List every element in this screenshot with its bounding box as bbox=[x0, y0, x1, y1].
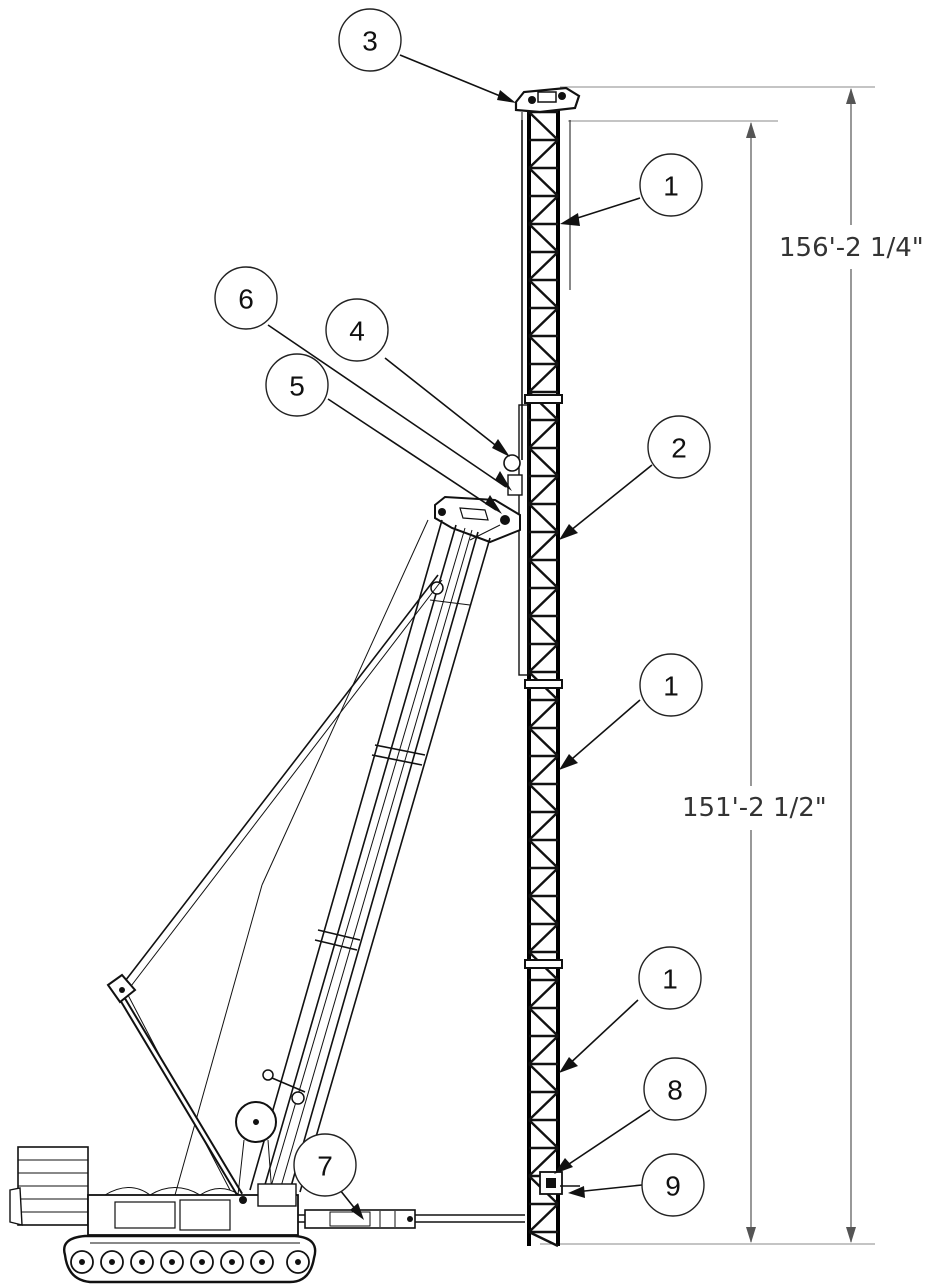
dimension-overall: 156'-2 1/4" bbox=[540, 86, 925, 1245]
mast-head bbox=[514, 86, 581, 120]
mast-diagonal-brace bbox=[528, 1007, 559, 1037]
mast-diagonal-brace bbox=[528, 307, 559, 337]
mast-diagonal-brace bbox=[528, 1091, 559, 1121]
track-wheel-hub bbox=[79, 1259, 85, 1265]
attachment-assembly bbox=[434, 454, 523, 544]
mast-diagonal-brace bbox=[528, 1230, 559, 1248]
mast-diagonal-brace bbox=[528, 615, 559, 645]
pendant-lines bbox=[121, 120, 523, 1191]
track-wheel-hub bbox=[259, 1259, 265, 1265]
mast-foot-clamp bbox=[539, 1171, 580, 1195]
track-wheel-hub bbox=[295, 1259, 301, 1265]
mast-diagonal-brace bbox=[528, 923, 559, 953]
svg-text:4: 4 bbox=[349, 316, 365, 347]
svg-text:7: 7 bbox=[317, 1151, 333, 1182]
mast-diagonal-brace bbox=[528, 643, 559, 673]
svg-text:5: 5 bbox=[289, 371, 305, 402]
callout-8: 8 bbox=[643, 1057, 707, 1121]
mast-diagonal-brace bbox=[528, 111, 559, 141]
callout-4: 4 bbox=[325, 298, 389, 362]
svg-text:1: 1 bbox=[662, 964, 678, 995]
mast-diagonal-brace bbox=[528, 419, 559, 449]
mast-diagonal-brace bbox=[528, 755, 559, 785]
track-wheel-hub bbox=[139, 1259, 145, 1265]
gantry-strut bbox=[106, 973, 244, 1197]
mast-diagonal-brace bbox=[528, 251, 559, 281]
base-linkage bbox=[298, 1209, 525, 1229]
upper-works bbox=[87, 1183, 299, 1236]
mast-diagonal-brace bbox=[528, 699, 559, 729]
svg-text:6: 6 bbox=[238, 284, 254, 315]
callout-7: 7 bbox=[293, 1133, 357, 1197]
callout-9: 9 bbox=[641, 1153, 705, 1217]
mast-diagonal-brace bbox=[528, 783, 559, 813]
mast-diagonal-brace bbox=[528, 1063, 559, 1093]
track-wheel-hub bbox=[169, 1259, 175, 1265]
lattice-mast bbox=[518, 110, 571, 1248]
mast-diagonal-brace bbox=[528, 1035, 559, 1065]
svg-text:1: 1 bbox=[663, 671, 679, 702]
mast-section-splice bbox=[524, 679, 563, 689]
callout-3: 3 bbox=[338, 8, 402, 72]
mast-diagonal-brace bbox=[528, 1147, 559, 1177]
dimension-mast: 151'-2 1/2" bbox=[568, 120, 828, 1243]
mast-diagonal-brace bbox=[528, 1119, 559, 1149]
crawler-tracks bbox=[63, 1234, 317, 1284]
mast-diagonal-brace bbox=[528, 811, 559, 841]
mast-diagonal-brace bbox=[528, 279, 559, 309]
hoist-drum bbox=[235, 1101, 277, 1196]
mast-height-label: 151'-2 1/2" bbox=[682, 793, 827, 823]
mast-diagonal-brace bbox=[528, 335, 559, 365]
mast-diagonal-brace bbox=[528, 223, 559, 253]
mast-diagonal-brace bbox=[528, 195, 559, 225]
callout-5: 5 bbox=[265, 353, 329, 417]
svg-text:9: 9 bbox=[665, 1171, 681, 1202]
main-boom bbox=[174, 519, 501, 1196]
mast-diagonal-brace bbox=[528, 363, 559, 393]
mast-diagonal-brace bbox=[528, 447, 559, 477]
svg-text:1: 1 bbox=[663, 171, 679, 202]
mast-diagonal-brace bbox=[528, 587, 559, 617]
mast-section-splice bbox=[524, 959, 563, 969]
mast-diagonal-brace bbox=[528, 839, 559, 869]
callout-1-low: 1 bbox=[638, 946, 702, 1010]
track-wheel-hub bbox=[229, 1259, 235, 1265]
overall-height-label: 156'-2 1/4" bbox=[779, 233, 924, 263]
mast-diagonal-brace bbox=[528, 727, 559, 757]
mast-diagonal-brace bbox=[528, 475, 559, 505]
counterweight-stack bbox=[9, 1146, 89, 1226]
mast-diagonal-brace bbox=[528, 895, 559, 925]
leader-lines bbox=[267, 54, 653, 1220]
callout-6: 6 bbox=[214, 266, 278, 330]
mast-section-splice bbox=[524, 394, 563, 404]
callout-1-top: 1 bbox=[639, 153, 703, 217]
mast-diagonal-brace bbox=[528, 167, 559, 197]
mast-diagonal-brace bbox=[528, 559, 559, 589]
mast-diagonal-brace bbox=[528, 531, 559, 561]
track-wheel-hub bbox=[109, 1259, 115, 1265]
svg-text:3: 3 bbox=[362, 26, 378, 57]
mast-diagonal-brace bbox=[528, 503, 559, 533]
mast-diagonal-brace bbox=[528, 867, 559, 897]
mast-diagonal-brace bbox=[528, 1203, 559, 1233]
track-wheel-hub bbox=[199, 1259, 205, 1265]
svg-text:8: 8 bbox=[667, 1075, 683, 1106]
mast-diagonal-brace bbox=[528, 979, 559, 1009]
mast-diagonal-brace bbox=[528, 139, 559, 169]
svg-text:2: 2 bbox=[671, 433, 687, 464]
callout-1-mid: 1 bbox=[639, 653, 703, 717]
callout-2: 2 bbox=[647, 415, 711, 479]
